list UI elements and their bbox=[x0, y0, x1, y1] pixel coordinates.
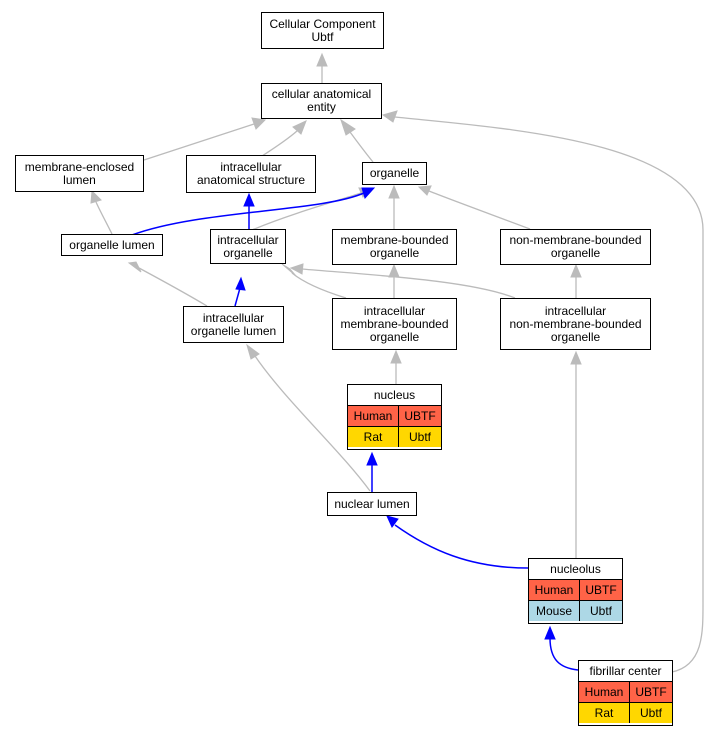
gene-cell: UBTF bbox=[398, 406, 441, 426]
node-fibrillar-center[interactable]: fibrillar center Human UBTF Rat Ubtf bbox=[578, 660, 673, 726]
node-organelle-lumen[interactable]: organelle lumen bbox=[61, 234, 163, 256]
node-label-line: intracellular bbox=[544, 303, 607, 318]
node-label-line: intracellular bbox=[202, 310, 265, 325]
edge-nmbo-org bbox=[428, 190, 531, 230]
species-cell: Rat bbox=[348, 427, 398, 447]
species-row-human: Human UBTF bbox=[348, 406, 441, 426]
gene-cell: Ubtf bbox=[629, 703, 672, 723]
node-membrane-enclosed-lumen[interactable]: membrane-enclosed lumen bbox=[15, 155, 144, 192]
species-cell: Human bbox=[579, 682, 629, 702]
node-label-line: organelle bbox=[550, 329, 601, 344]
node-label-line: non-membrane-bounded bbox=[509, 316, 642, 331]
node-label-line: Ubtf bbox=[311, 29, 334, 44]
node-label-line: organelle bbox=[369, 246, 420, 260]
node-nuclear-lumen[interactable]: nuclear lumen bbox=[327, 492, 417, 516]
node-label-line: intracellular bbox=[217, 232, 279, 247]
species-cell: Human bbox=[348, 406, 398, 426]
edge-iol-orglumen bbox=[138, 267, 208, 307]
node-intracellular-organelle-lumen[interactable]: intracellular organelle lumen bbox=[183, 306, 284, 343]
node-title: fibrillar center bbox=[579, 661, 672, 682]
node-label-line: organelle lumen bbox=[190, 323, 277, 338]
node-intracellular-non-membrane-bounded-organelle[interactable]: intracellular non-membrane-bounded organ… bbox=[500, 298, 651, 350]
gene-cell: Ubtf bbox=[398, 427, 441, 447]
node-label-line: membrane-bounded bbox=[340, 316, 449, 331]
species-row-rat: Rat Ubtf bbox=[579, 702, 672, 723]
node-label-line: intracellular bbox=[363, 303, 426, 318]
gene-cell: UBTF bbox=[579, 580, 622, 600]
node-organelle[interactable]: organelle bbox=[362, 162, 427, 185]
edge-org-cae bbox=[349, 131, 374, 163]
edge-mel-cae bbox=[143, 123, 255, 161]
node-nucleolus[interactable]: nucleolus Human UBTF Mouse Ubtf bbox=[528, 558, 623, 624]
node-membrane-bounded-organelle[interactable]: membrane-bounded organelle bbox=[332, 229, 457, 265]
node-cellular-anatomical-entity[interactable]: cellular anatomical entity bbox=[261, 83, 382, 119]
species-row-mouse: Mouse Ubtf bbox=[529, 600, 622, 621]
node-nucleus[interactable]: nucleus Human UBTF Rat Ubtf bbox=[347, 384, 442, 450]
node-title: nucleolus bbox=[529, 559, 622, 580]
species-cell: Human bbox=[529, 580, 579, 600]
edge-inmbo-iorg bbox=[301, 268, 516, 299]
edge-iorg-org bbox=[251, 192, 362, 231]
species-row-human: Human UBTF bbox=[529, 580, 622, 600]
node-non-membrane-bounded-organelle[interactable]: non-membrane-bounded organelle bbox=[500, 229, 651, 265]
node-title: nucleus bbox=[348, 385, 441, 406]
edge-nuclumen-iol bbox=[254, 355, 371, 492]
node-cellular-component-ubtf[interactable]: Cellular Component Ubtf bbox=[261, 12, 384, 49]
node-label-line: anatomical structure bbox=[196, 173, 306, 187]
node-label-line: organelle bbox=[223, 245, 273, 260]
node-label-line: non-membrane-bounded bbox=[509, 233, 642, 247]
node-label-line: intracellular bbox=[220, 160, 282, 174]
node-intracellular-anatomical-structure[interactable]: intracellular anatomical structure bbox=[186, 155, 316, 193]
node-label-line: entity bbox=[307, 100, 336, 114]
node-intracellular-organelle[interactable]: intracellular organelle bbox=[210, 229, 286, 264]
edge-imbo-iorg bbox=[291, 272, 347, 299]
node-intracellular-membrane-bounded-organelle[interactable]: intracellular membrane-bounded organelle bbox=[332, 298, 457, 350]
node-label-line: organelle bbox=[369, 166, 420, 180]
node-label-line: organelle lumen bbox=[69, 237, 155, 252]
node-label-line: membrane-bounded bbox=[340, 233, 449, 247]
node-label-line: membrane-enclosed bbox=[24, 159, 135, 174]
edge-nucleolus-nuclumen-blue bbox=[394, 524, 529, 569]
node-label-line: cellular anatomical bbox=[271, 87, 372, 101]
node-label-line: nuclear lumen bbox=[334, 496, 410, 511]
gene-cell: Ubtf bbox=[579, 601, 622, 621]
species-row-rat: Rat Ubtf bbox=[348, 426, 441, 447]
edge-iol-iorg-blue bbox=[234, 287, 241, 307]
species-cell: Rat bbox=[579, 703, 629, 723]
edge-ias-cae bbox=[261, 130, 298, 157]
edge-orglumen-mel bbox=[95, 201, 113, 235]
node-label-line: Cellular Component bbox=[269, 16, 376, 31]
gene-cell: UBTF bbox=[629, 682, 672, 702]
node-label-line: lumen bbox=[63, 172, 96, 187]
node-label-line: organelle bbox=[550, 246, 601, 260]
edge-orglumen-org-blue bbox=[131, 192, 365, 236]
species-cell: Mouse bbox=[529, 601, 579, 621]
node-label-line: organelle bbox=[369, 329, 420, 344]
species-row-human: Human UBTF bbox=[579, 682, 672, 702]
edge-fib-cae bbox=[394, 116, 704, 673]
edge-fib-nucleolus-blue bbox=[549, 637, 579, 671]
